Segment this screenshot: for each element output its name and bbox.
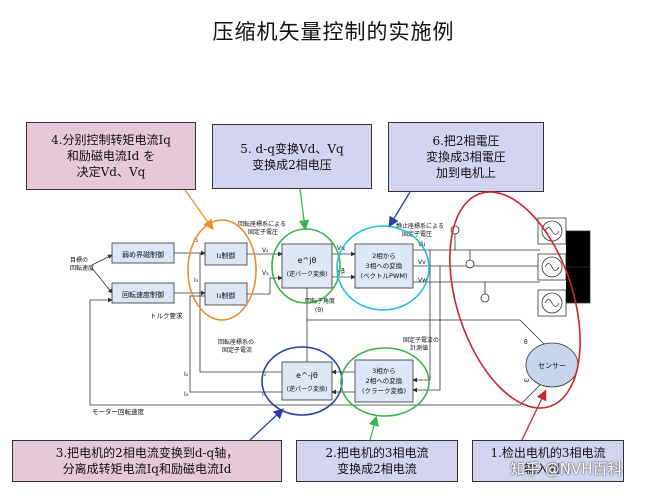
callout-6-line3: 加到电机上 xyxy=(435,166,496,180)
static-frame-voltage-1: 静止座標系による xyxy=(396,222,444,230)
park-label: (逆パーク変換) xyxy=(287,270,328,278)
inv-park-label: (逆パーク変換) xyxy=(287,385,328,393)
sig-vbeta: Vβ xyxy=(337,268,345,275)
motor-speed-label: モーター回転速度 xyxy=(92,407,145,416)
rot-frame-voltage-1: 回転座標系による xyxy=(238,220,286,228)
ac-source-u xyxy=(537,217,567,245)
static-current-1: 固定子電流の xyxy=(403,336,439,344)
sig-vd: V₂ xyxy=(262,247,269,254)
clarke-label-1: 3相から xyxy=(372,366,396,375)
sig-theta: θ xyxy=(524,339,528,346)
highlight-green-bottom xyxy=(340,347,430,417)
sig-id-left: I₂ xyxy=(184,371,189,378)
pointer-1 xyxy=(521,389,547,441)
sig-vq: V₃ xyxy=(262,270,269,277)
callout-5-line2: 变换成2相电压 xyxy=(252,157,332,172)
torque-req-label: トルク要求 xyxy=(150,311,183,320)
pwm-label-3: (ベクトルPWM) xyxy=(360,272,407,280)
rot-frame-voltage-2: 固定子電圧 xyxy=(248,228,278,236)
callout-2: 2.把电机的3相电流 变换成2相电流 xyxy=(296,440,458,482)
sig-id-bottom: I₂ xyxy=(262,371,267,378)
static-frame-voltage-2: 固定子電圧 xyxy=(402,230,432,238)
callout-2-line1: 2.把电机的3相电流 xyxy=(325,446,429,460)
sig-valpha: Vα xyxy=(337,245,345,252)
callout-1: 1.检出电机的3相电流 输入到... xyxy=(472,440,624,482)
clarke-label-2: 2相への変換 xyxy=(366,376,403,385)
iq-ctrl-label: I₃制御 xyxy=(217,291,236,300)
ac-side-lines xyxy=(566,230,591,304)
callout-1-line1: 1.检出电机的3相电流 xyxy=(490,446,606,460)
clarke-block xyxy=(354,359,414,403)
highlight-orange xyxy=(187,219,257,321)
highlight-cyan xyxy=(336,225,430,311)
rot-frame-current-2: 固定子電流 xyxy=(222,346,252,354)
target-speed-label-2: 回転速度 xyxy=(70,264,94,272)
sig-vw: Vw xyxy=(418,277,427,284)
pointer-5 xyxy=(298,188,310,231)
sig-id-top: I₂ xyxy=(194,237,199,244)
pwm-label-2: 3相への変換 xyxy=(366,261,403,270)
signal-wires xyxy=(89,249,546,406)
pointer-4 xyxy=(184,189,214,231)
pointer-2 xyxy=(368,415,379,441)
highlight-red xyxy=(449,191,581,409)
pwm-block xyxy=(354,243,414,289)
callout-1-line2: 输入到... xyxy=(524,462,572,476)
weak-field-label: 弱め界磁制御 xyxy=(122,250,164,259)
rotor-angle-1: 回転子角度 xyxy=(305,297,335,305)
callout-2-line2: 变换成2相电流 xyxy=(337,462,417,476)
ac-source-w xyxy=(537,289,567,317)
callout-4-line3: 决定Vd、Vq xyxy=(76,165,146,179)
ac-source-v xyxy=(537,253,567,281)
callout-4-line1: 4.分别控制转矩电流Iq xyxy=(51,133,171,147)
pointer-6 xyxy=(388,191,411,228)
callout-6-line2: 変換成3相電圧 xyxy=(426,150,506,164)
callout-6: 6.把2相電圧 変換成3相電圧 加到电机上 xyxy=(388,122,544,192)
callout-4: 4.分别控制转矩电流Iq 和励磁电流Id を 决定Vd、Vq xyxy=(26,122,196,190)
inv-park-block xyxy=(281,361,333,401)
park-symbol: e^jθ xyxy=(298,256,317,265)
sensor-label: センサー xyxy=(538,362,566,370)
id-ctrl-label: I₂制御 xyxy=(217,251,236,260)
rotor-angle-2: (θ) xyxy=(315,307,323,314)
highlight-blue xyxy=(261,346,343,416)
callout-5-line1: 5. d-q变换Vd、Vq xyxy=(240,141,344,156)
sig-vv: Vv xyxy=(418,259,426,266)
callout-5: 5. d-q变换Vd、Vq 变换成2相电压 xyxy=(212,124,372,189)
sig-omega: ω xyxy=(524,377,529,384)
pwm-label-1: 2相から xyxy=(372,251,396,260)
target-speed-label-1: 目標の xyxy=(70,256,88,264)
sig-iq-left: I₃ xyxy=(184,391,189,398)
rot-frame-current-1: 回転座標系の xyxy=(218,338,254,346)
inv-park-symbol: e^-jθ xyxy=(296,371,318,380)
callout-3-line1: 3.把电机的2相电流变换到d-q轴， xyxy=(55,446,239,460)
clarke-label-3: (クラーク変換) xyxy=(362,386,406,395)
slide-title: 压缩机矢量控制的实施例 xyxy=(212,20,455,44)
static-current-2: 計測値 xyxy=(410,344,428,352)
pointer-3 xyxy=(249,408,284,441)
callout-3-line2: 分离成转矩电流Iq和励磁电流Id xyxy=(62,462,232,476)
park-block xyxy=(281,243,333,289)
callout-3: 3.把电机的2相电流变换到d-q轴， 分离成转矩电流Iq和励磁电流Id xyxy=(12,440,282,482)
watermark: 知乎 @NVH百科 xyxy=(510,460,623,478)
speed-ctrl-label: 回転速度制御 xyxy=(122,290,164,299)
callout-4-line2: 和励磁电流Id を xyxy=(66,149,156,163)
callout-6-line1: 6.把2相電圧 xyxy=(432,134,500,148)
sig-iq-top: I₃ xyxy=(194,277,199,284)
